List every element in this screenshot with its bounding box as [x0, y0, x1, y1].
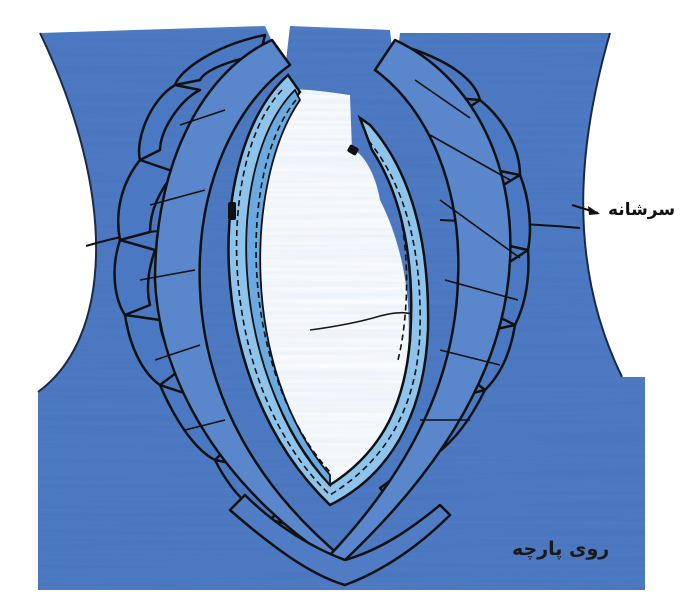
- fabric-right-side-label: روی پارچه: [512, 538, 609, 560]
- shoulder-label: سرشانه: [608, 200, 675, 220]
